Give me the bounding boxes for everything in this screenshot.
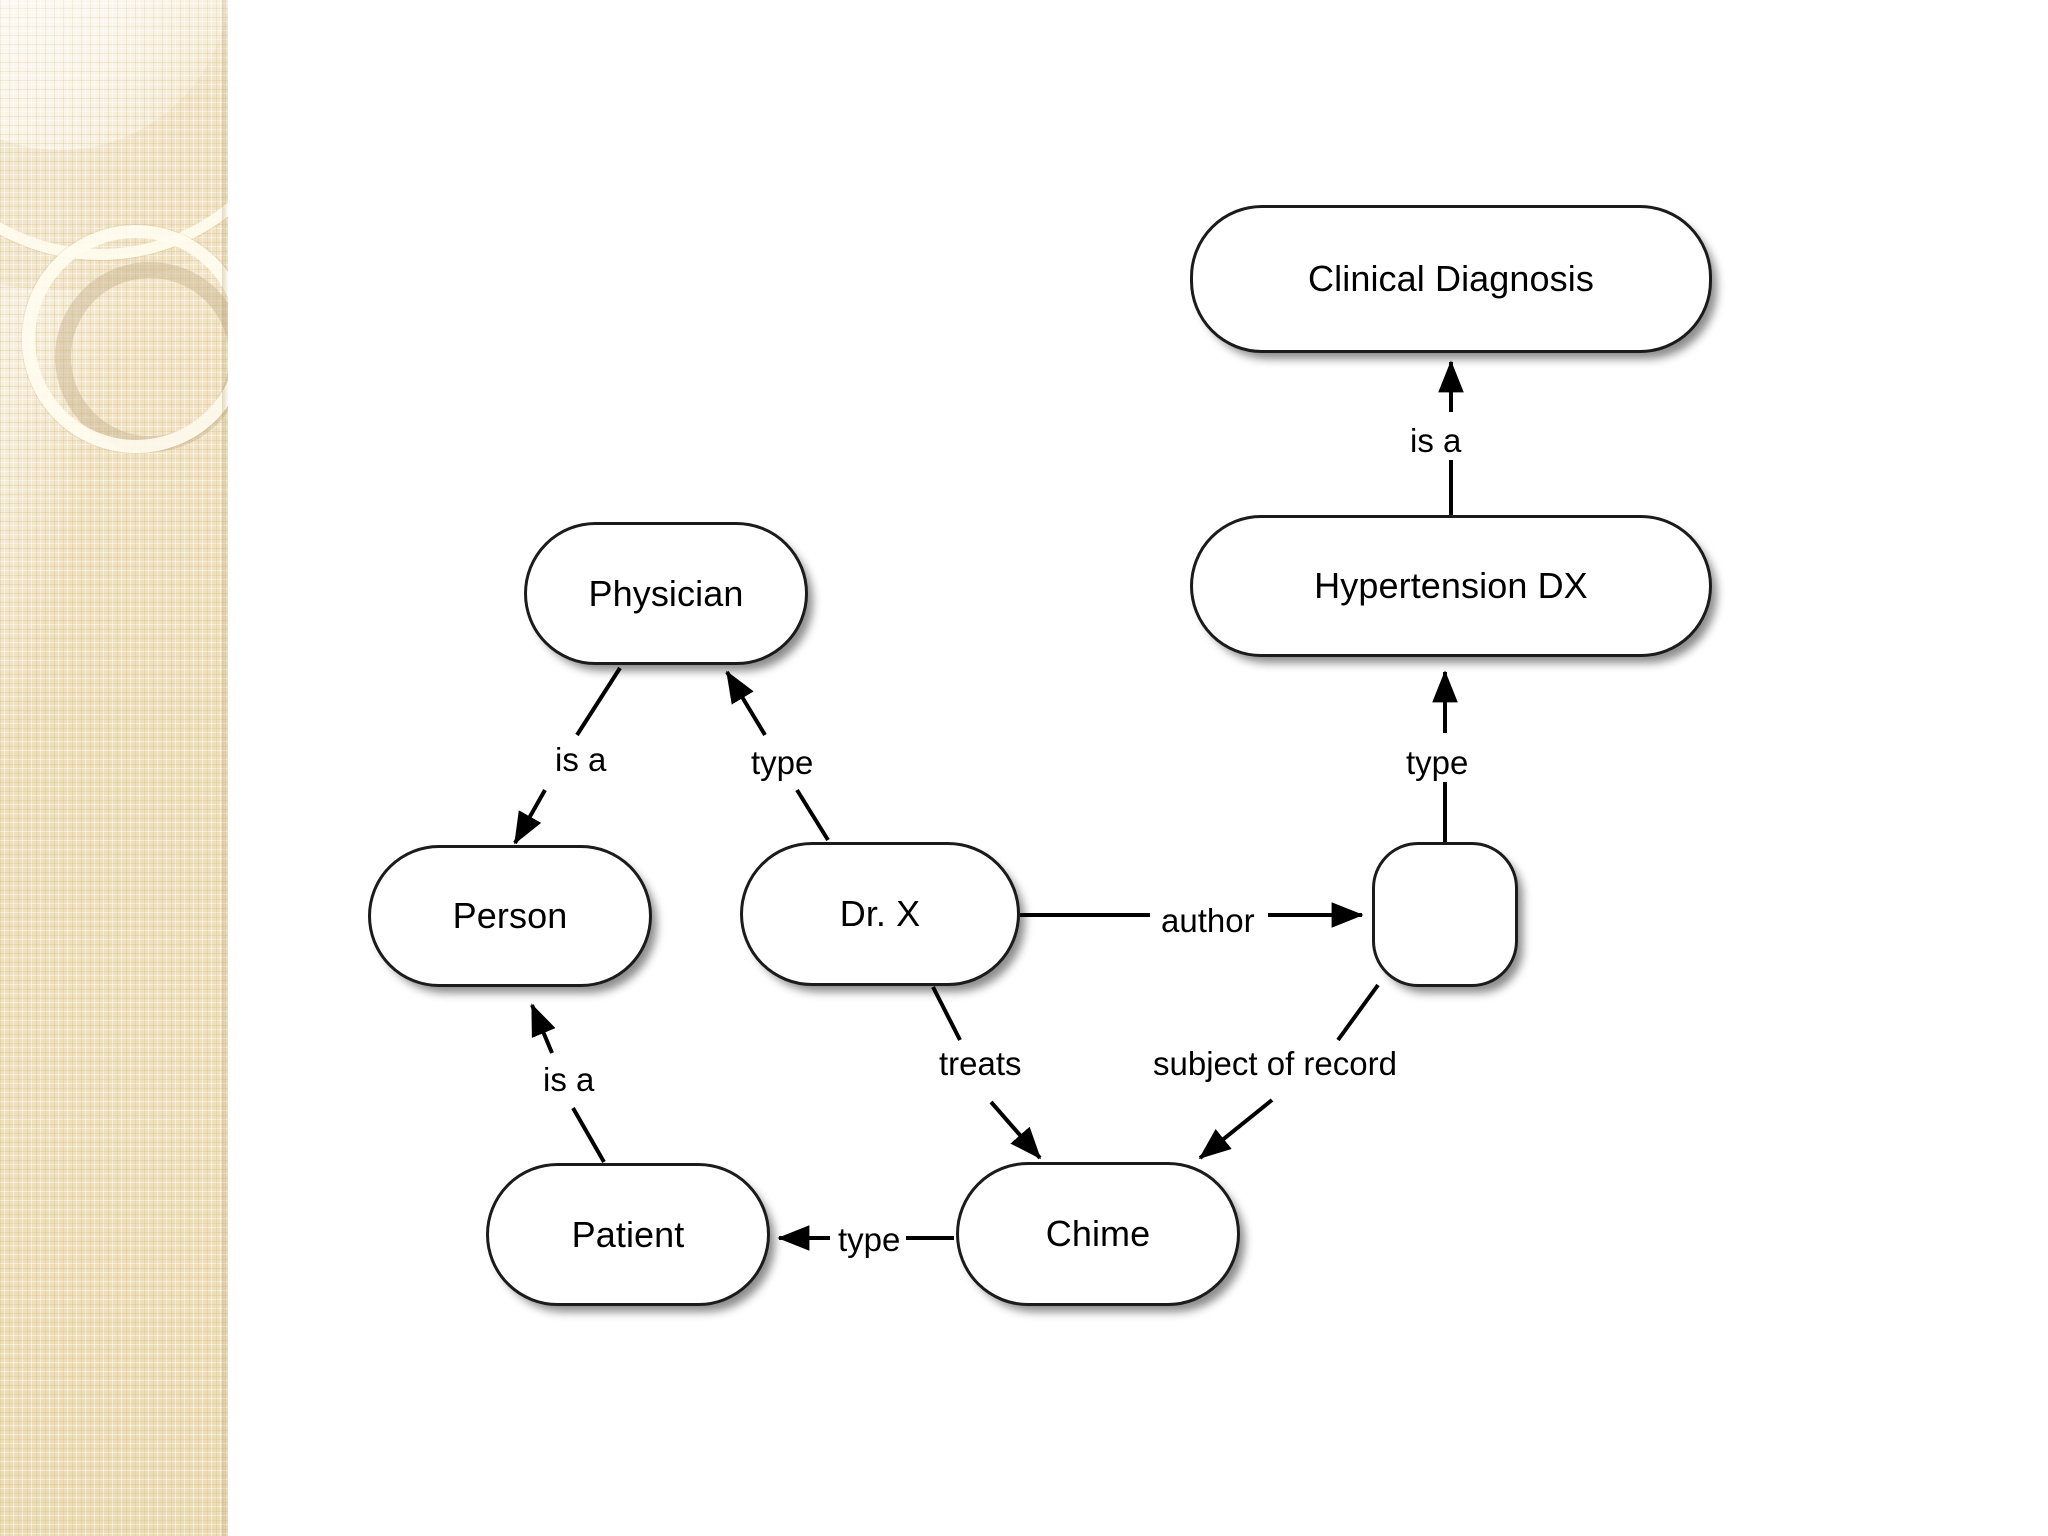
edge-label-author: author [1155,903,1261,940]
node-label: Patient [571,1213,685,1255]
node-record-blank[interactable] [1372,842,1518,987]
edge-label-is-a-clinical: is a [1404,423,1468,460]
edge-label-subject-of-record: subject of record [1147,1046,1403,1083]
decorative-band-edge [222,0,228,1536]
node-label: Hypertension DX [1314,565,1588,606]
edge-record-subject-chime [1198,983,1380,1160]
node-label: Clinical Diagnosis [1308,258,1594,299]
node-label: Person [452,895,568,936]
edge-label-is-a-physician-person: is a [549,742,613,779]
edge-label-treats: treats [933,1046,1028,1083]
node-person[interactable]: Person [368,845,652,987]
node-chime[interactable]: Chime [956,1162,1240,1306]
edge-label-type-drx-physician: type [745,745,820,782]
edge-drx-type-physician [725,670,830,842]
node-physician[interactable]: Physician [524,522,808,665]
edge-label-is-a-patient-person: is a [537,1062,601,1099]
node-label: Dr. X [839,893,921,934]
node-label: Chime [1045,1213,1151,1254]
edge-patient-isa-person [530,1003,606,1163]
node-label: Physician [588,572,744,614]
edge-drx-treats-chime [931,986,1042,1160]
node-clinical-diagnosis[interactable]: Clinical Diagnosis [1190,205,1712,353]
node-patient[interactable]: Patient [486,1163,770,1306]
edge-label-type-chime-patient: type [832,1222,907,1259]
node-dr-x[interactable]: Dr. X [740,842,1020,986]
edge-physician-isa-person [513,666,622,845]
edge-label-type-hypertension: type [1400,745,1475,782]
node-hypertension-dx[interactable]: Hypertension DX [1190,515,1712,657]
